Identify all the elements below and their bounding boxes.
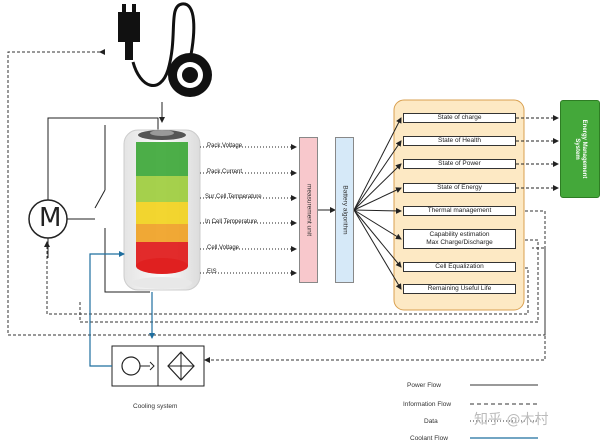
- info-flow-charger-loop: [7, 49, 546, 336]
- output-label-line2: Max Charge/Discharge: [426, 239, 493, 246]
- output-box: Thermal management: [403, 206, 516, 216]
- ems-arrows: [516, 115, 559, 191]
- legend-power-flow-label: Power Flow: [407, 382, 441, 389]
- charger-icon: [118, 2, 212, 97]
- algorithm-output-arrow: [353, 207, 402, 214]
- motor-icon: [28, 199, 68, 239]
- coolant-flow-return: [89, 251, 125, 367]
- info-flow-capability-motor: [79, 239, 539, 323]
- output-label: State of Power: [438, 160, 481, 167]
- output-box: Remaining Useful Life: [403, 284, 516, 294]
- input-label: Pack Current: [207, 169, 243, 175]
- output-label: State of Health: [438, 137, 481, 144]
- legend-coolant-flow-label: Coolant Flow: [410, 435, 448, 442]
- cooling-system-label: Cooling system: [133, 403, 178, 410]
- power-switch: [94, 189, 106, 209]
- algorithm-output-arrow: [353, 209, 402, 268]
- input-label: EIS: [207, 269, 217, 275]
- power-line-switch-bottom: [104, 228, 150, 293]
- output-box: State of Energy: [403, 183, 516, 193]
- algorithm-output-arrow: [353, 209, 402, 240]
- pump-icon: [121, 356, 155, 376]
- input-label: In Cell Temperature: [205, 219, 258, 225]
- info-flow-thermal-cooling: [204, 210, 546, 363]
- output-label: Capability estimation: [429, 231, 490, 238]
- output-label: State of charge: [437, 114, 482, 121]
- algorithm-output-arrow: [353, 117, 402, 211]
- output-box: Cell Equalization: [403, 262, 516, 272]
- power-line-top: [47, 117, 159, 200]
- info-flow-equalization: [44, 241, 529, 315]
- watermark: 知乎 @木村: [474, 412, 549, 428]
- output-box: State of charge: [403, 113, 516, 123]
- energy-management-system-box: Energy Management System: [560, 100, 600, 198]
- measurement-unit-box: measurement unit: [299, 137, 318, 283]
- battery-algorithm-box: Battery algorithm: [335, 137, 354, 283]
- legend-info-flow-label: Information Flow: [403, 401, 452, 408]
- output-label: State of Energy: [437, 184, 482, 191]
- data-arrows: [200, 144, 297, 276]
- algorithm-output-arrow: [353, 187, 402, 211]
- legend-data-label: Data: [424, 418, 438, 425]
- output-label: Remaining Useful Life: [427, 285, 492, 292]
- battery-icon: [123, 129, 201, 291]
- algorithm-output-arrow: [353, 140, 402, 211]
- output-box: State of Power: [403, 159, 516, 169]
- battery-algorithm-label: Battery algorithm: [341, 185, 348, 235]
- heat-exchanger-icon: [167, 351, 195, 381]
- input-label: Pack Voltage: [207, 143, 243, 149]
- output-box: State of Health: [403, 136, 516, 146]
- algorithm-output-arrow: [353, 163, 402, 211]
- outputs-panel: [393, 99, 525, 311]
- input-label: Sur Cell Temperature: [205, 194, 262, 200]
- algorithm-output-arrow: [353, 209, 402, 290]
- output-label: Thermal management: [427, 207, 492, 214]
- output-label: Cell Equalization: [435, 263, 484, 270]
- ems-label: Energy Management System: [574, 119, 587, 179]
- fan-arrows: [353, 117, 402, 290]
- motor-label: M: [39, 203, 62, 233]
- measurement-unit-label: measurement unit: [305, 183, 312, 237]
- input-label: Cell Voltage: [207, 245, 240, 251]
